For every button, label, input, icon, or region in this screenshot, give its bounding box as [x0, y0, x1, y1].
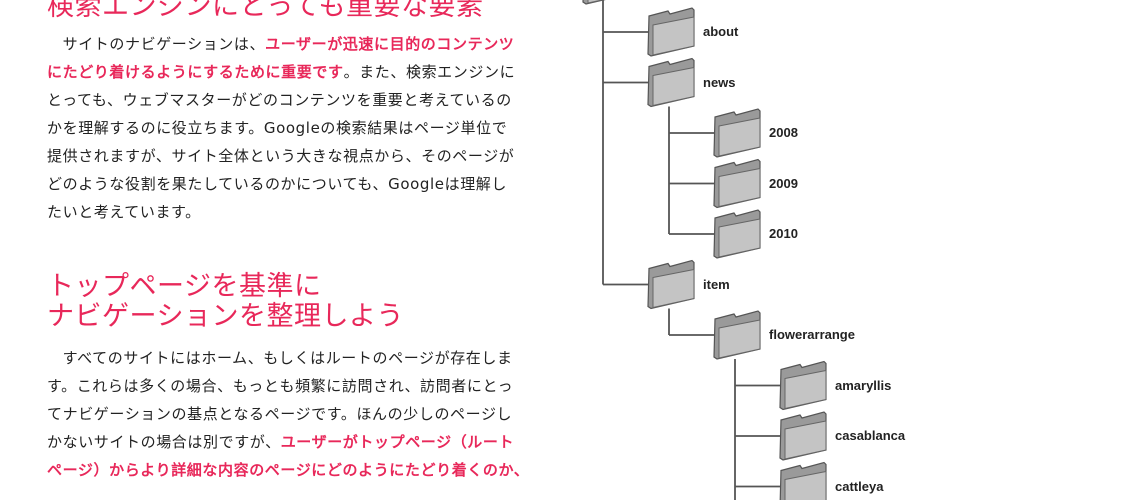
folder-label[interactable]: 2009	[769, 175, 798, 191]
section1-heading: 検索エンジンにとっても重要な要素	[47, 0, 484, 22]
folder-icon[interactable]	[647, 7, 695, 57]
paragraph-line: かないサイトの場合は別ですが、ユーザーがトップページ（ルート	[47, 432, 514, 452]
folder-label[interactable]: casablanca	[835, 428, 906, 443]
folder-icon[interactable]	[779, 461, 827, 500]
paragraph-line: す。これらは多くの場合、もっとも頻繁に訪問され、訪問者にとっ	[47, 376, 513, 396]
folder-label[interactable]: about	[703, 24, 739, 39]
folder-label[interactable]: 2008	[769, 125, 798, 140]
folder-icon[interactable]	[647, 57, 695, 108]
paragraph-line: てナビゲーションの基点となるページです。ほんの少しのページし	[47, 404, 512, 424]
folder-icon[interactable]	[779, 411, 827, 461]
folder-icon[interactable]	[779, 360, 827, 411]
folder-label[interactable]: news	[703, 74, 736, 90]
body-text: かを理解するのに役立ちます。Googleの検索結果はページ単位で	[47, 119, 508, 137]
paragraph-line: 提供されますが、サイト全体という大きな視点から、そのページが	[47, 146, 514, 166]
body-text: 提供されますが、サイト全体という大きな視点から、そのページが	[47, 147, 515, 165]
paragraph-line: サイトのナビゲーションは、ユーザーが迅速に目的のコンテンツ	[47, 34, 514, 54]
folder-icon[interactable]	[713, 158, 761, 209]
body-text: すべてのサイトにはホーム、もしくはルートのページが存在しま	[47, 349, 513, 367]
folder-label[interactable]: flowerarrange	[769, 327, 855, 342]
highlighted-text: ユーザーが迅速に目的のコンテンツ	[265, 35, 515, 53]
section2-heading-line2: ナビゲーションを整理しよう	[47, 301, 404, 332]
highlighted-text: ページ）からより詳細な内容のページにどのようにたどり着くのか、	[47, 461, 530, 479]
folder-label[interactable]: 2010	[769, 226, 798, 241]
paragraph-line: とっても、ウェブマスターがどのコンテンツを重要と考えているの	[47, 90, 512, 110]
paragraph-line: たいと考えています。	[47, 202, 201, 222]
body-text: 。また、検索エンジンに	[343, 63, 516, 81]
body-text: たいと考えています。	[47, 203, 201, 221]
folder-label[interactable]: cattleya	[835, 478, 884, 494]
folder-label[interactable]: amaryllis	[835, 377, 892, 393]
folder-icon[interactable]	[647, 259, 695, 310]
folder-icon[interactable]	[713, 209, 761, 259]
folder-icon[interactable]	[713, 108, 761, 158]
highlighted-text: ユーザーがトップページ（ルート	[280, 433, 515, 451]
body-text: とっても、ウェブマスターがどのコンテンツを重要と考えているの	[47, 91, 512, 109]
body-text: どのような役割を果たしているのかについても、Googleは理解し	[47, 175, 507, 193]
folder-icon[interactable]	[582, 0, 629, 5]
paragraph-line: すべてのサイトにはホーム、もしくはルートのページが存在しま	[47, 348, 513, 368]
body-text: サイトのナビゲーションは、	[47, 35, 266, 53]
body-text: す。これらは多くの場合、もっとも頻繁に訪問され、訪問者にとっ	[47, 377, 514, 395]
body-text: かないサイトの場合は別ですが、	[47, 433, 281, 451]
body-text: てナビゲーションの基点となるページです。ほんの少しのページし	[47, 405, 513, 423]
section2-heading-line1: トップページを基準に	[47, 271, 322, 302]
folder-icon[interactable]	[713, 310, 761, 360]
paragraph-line: どのような役割を果たしているのかについても、Googleは理解し	[47, 174, 507, 194]
paragraph-line: にたどり着けるようにするために重要です。また、検索エンジンに	[47, 62, 515, 82]
paragraph-line: ページ）からより詳細な内容のページにどのようにたどり着くのか、	[47, 460, 529, 480]
highlighted-text: にたどり着けるようにするために重要です	[47, 63, 344, 81]
folder-label[interactable]: item	[703, 276, 730, 292]
paragraph-line: かを理解するのに役立ちます。Googleの検索結果はページ単位で	[47, 118, 507, 138]
